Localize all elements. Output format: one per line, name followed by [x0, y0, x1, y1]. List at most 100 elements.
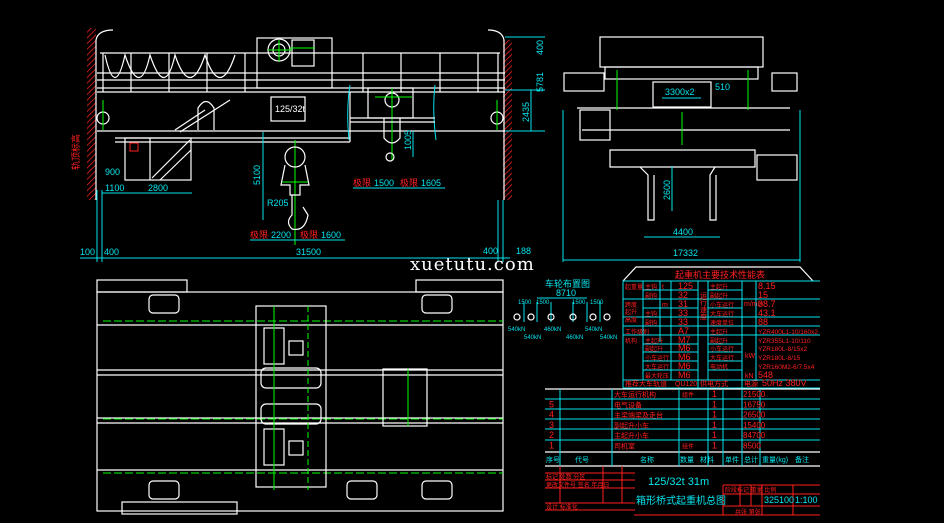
wheel-dim-2: 1500 [536, 300, 550, 306]
hook-depth-dim: 2600 [662, 180, 672, 200]
hook-height-dim: 5100 [252, 165, 262, 185]
main-hook-right-dim: 1600 [321, 230, 341, 240]
part-number: 1 [549, 441, 554, 451]
aux-hook-left-label: 极限 [353, 177, 371, 188]
wheel-load-5: 540kN [585, 327, 602, 333]
wheel-dim-4: 1500 [590, 300, 604, 306]
power-value: 50Hz 380V [762, 378, 807, 388]
spec-param-value: 43.1 [758, 308, 776, 318]
cab-width-dim: 2800 [148, 183, 168, 193]
spec-item: 副起升 [645, 345, 663, 353]
spec-unit: m [662, 302, 668, 309]
title-block: 标记 处数 分区 更改文件号 签名 年月日 设计 标准化 阶段标记 重量 比例 … [545, 466, 820, 516]
spec-param: 速度单位 [710, 319, 734, 327]
spec-value: M6 [678, 343, 691, 353]
capacity-label: 125/32t [275, 104, 306, 114]
spec-param: 大车运行 [710, 310, 734, 318]
rail-label: 推荐大车轨道 [625, 379, 667, 388]
spec-param-value: YZR355L1-10/110 [758, 338, 811, 345]
parts-header: 数量 [680, 455, 694, 464]
part-material: 组件 [682, 443, 694, 451]
spec-item: 最大轮压 [645, 372, 669, 380]
spec-value: 33 [678, 317, 688, 327]
parts-header: 名称 [640, 455, 654, 464]
main-trolley-plan [255, 305, 327, 488]
spec-param-value: YZR180L-8/15x2 [758, 346, 808, 353]
wheel-load-6: 540kN [600, 335, 617, 341]
spec-group: 机构 [625, 337, 637, 345]
spec-unit: t [662, 284, 664, 291]
right-wall-hatch [503, 40, 512, 200]
spec-item: 主起升 [645, 337, 663, 345]
wheel-load-3: 460kN [544, 327, 561, 333]
spec-value: M7 [678, 335, 691, 345]
part-number: 5 [549, 399, 554, 409]
spec-param-value: 8.15 [758, 281, 776, 291]
revision-labels-b: 更改文件号 签名 年月日 [546, 481, 609, 489]
aux-hook-left-dim: 1500 [374, 178, 394, 188]
trolley-gauge-dim: 3300x2 [665, 87, 695, 97]
spec-item: 副钩 [645, 292, 657, 300]
main-hook-left-dim: 2200 [271, 230, 291, 240]
parts-header: 重量(kg) [762, 456, 788, 464]
aux-hook-right-dim: 1605 [421, 178, 441, 188]
spec-item: 大车运行 [645, 363, 669, 371]
spec-group: 起重量 [625, 283, 643, 291]
wheel-load-2: 540kN [524, 335, 541, 341]
parts-header: 总计 [744, 455, 758, 464]
part-weight: 16750 [743, 400, 766, 409]
title-spec: 125/32t 31m [648, 476, 709, 488]
part-name: 司机室 [614, 442, 635, 451]
stage-labels: 阶段标记 重量 比例 [725, 486, 776, 494]
watermark: xuetutu.com [410, 254, 535, 275]
part-weight: 26500 [743, 411, 766, 420]
right-offset-dim: 188 [516, 246, 531, 256]
power-supply-mode-label: 供电方式 [700, 379, 728, 388]
spec-item: 主钩 [645, 310, 657, 318]
rail-level-label: 轨顶标高 [70, 134, 81, 170]
drawing-title: 箱形桥式起重机总图 [636, 494, 726, 507]
spec-param-value: 548 [758, 370, 773, 380]
spec-param: 主起升 [710, 328, 728, 336]
part-quantity: 1 [712, 410, 717, 420]
spec-value: M6 [678, 352, 691, 362]
spec-param-value: YZR160M2-6/7.5x4 [758, 364, 815, 371]
spec-item: 主钩 [645, 283, 657, 291]
part-number: 4 [549, 410, 554, 420]
spec-group: 工作级别 [625, 328, 649, 336]
spec-param: 大车运行 [710, 354, 734, 362]
revision-labels-a: 标记 处数 分区 [546, 473, 585, 481]
right-end-dim: 400 [483, 246, 498, 256]
wheel-load-1: 540kN [508, 327, 525, 333]
rail-value: QU120 [675, 381, 697, 388]
spec-value: 33 [678, 308, 688, 318]
spec-param-value: YZR180L-8/15 [758, 355, 801, 362]
part-weight: 15400 [743, 421, 766, 430]
wheel-dim-3: 1500 [572, 300, 586, 306]
aux-hook-drop-dim: 1005 [403, 130, 413, 150]
left-end-dim: 400 [104, 247, 119, 257]
aux-trolley-plan [382, 368, 428, 427]
spec-param: 主起升 [710, 283, 728, 291]
part-weight: 84700 [743, 431, 766, 440]
plan-view [96, 279, 504, 515]
part-quantity: 1 [712, 389, 717, 399]
top-clear-dim: 400 [535, 40, 545, 55]
cab-offset-dim: 1100 [105, 183, 124, 193]
speed-group-label: 运行速度 [700, 292, 708, 321]
wheel-diagram-title: 车轮布置图 [545, 278, 590, 289]
aux-hook-right-label: 极限 [400, 177, 418, 188]
operator-cab [124, 137, 192, 181]
part-number: 3 [549, 420, 554, 430]
wheelbase-dim: 4400 [673, 227, 693, 237]
hook-radius-dim: R205 [267, 198, 289, 208]
small-dim: 510 [715, 82, 730, 92]
spec-value: M6 [678, 361, 691, 371]
sheet-labels: 共张 第张 [735, 508, 761, 516]
spec-value: 125 [678, 281, 693, 291]
parts-header: 备注 [795, 455, 809, 464]
spec-param: 小车运行 [710, 345, 734, 353]
spec-value: A7 [678, 326, 689, 336]
